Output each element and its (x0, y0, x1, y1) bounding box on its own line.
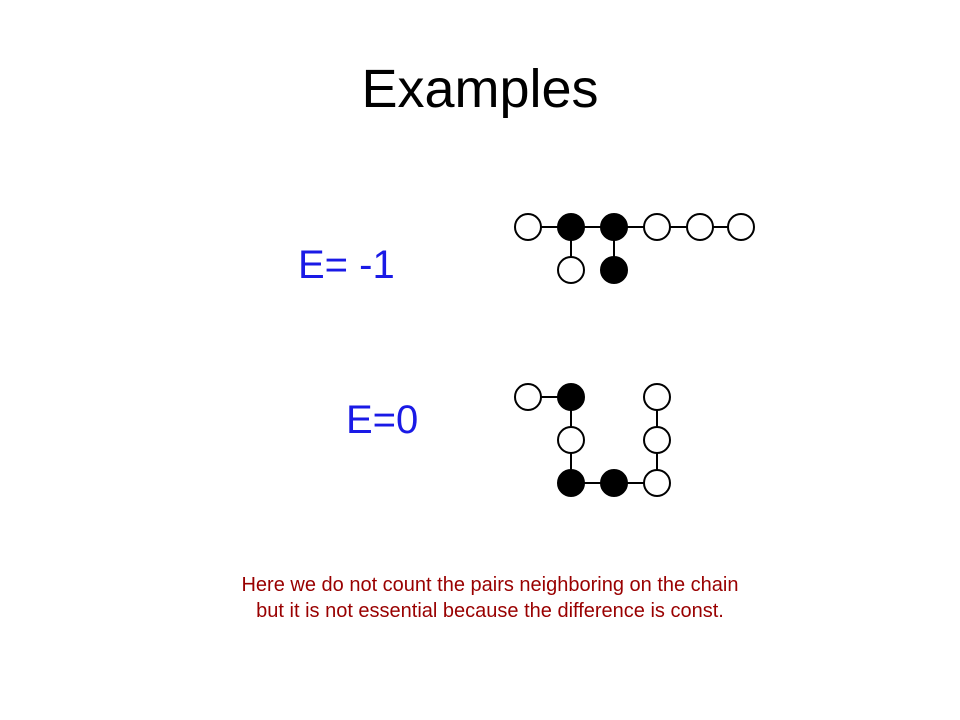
filled-monomer (557, 213, 585, 241)
empty-monomer (514, 383, 542, 411)
filled-monomer (557, 469, 585, 497)
filled-monomer (600, 469, 628, 497)
energy-label-example-2: E=0 (346, 398, 419, 442)
empty-monomer (643, 426, 671, 454)
filled-monomer (557, 383, 585, 411)
empty-monomer (643, 383, 671, 411)
energy-label-example-1: E= -1 (298, 243, 395, 287)
filled-monomer (600, 256, 628, 284)
empty-monomer (514, 213, 542, 241)
filled-monomer (600, 213, 628, 241)
empty-monomer (643, 213, 671, 241)
empty-monomer (643, 469, 671, 497)
explanation-note: Here we do not count the pairs neighbori… (140, 572, 840, 624)
chain-example-1 (514, 213, 755, 284)
empty-monomer (557, 256, 585, 284)
empty-monomer (557, 426, 585, 454)
slide-title: Examples (361, 59, 599, 119)
note-line-1: Here we do not count the pairs neighbori… (241, 574, 739, 596)
chain-example-2 (514, 383, 671, 497)
note-line-2: but it is not essential because the diff… (256, 600, 724, 622)
empty-monomer (727, 213, 755, 241)
empty-monomer (686, 213, 714, 241)
